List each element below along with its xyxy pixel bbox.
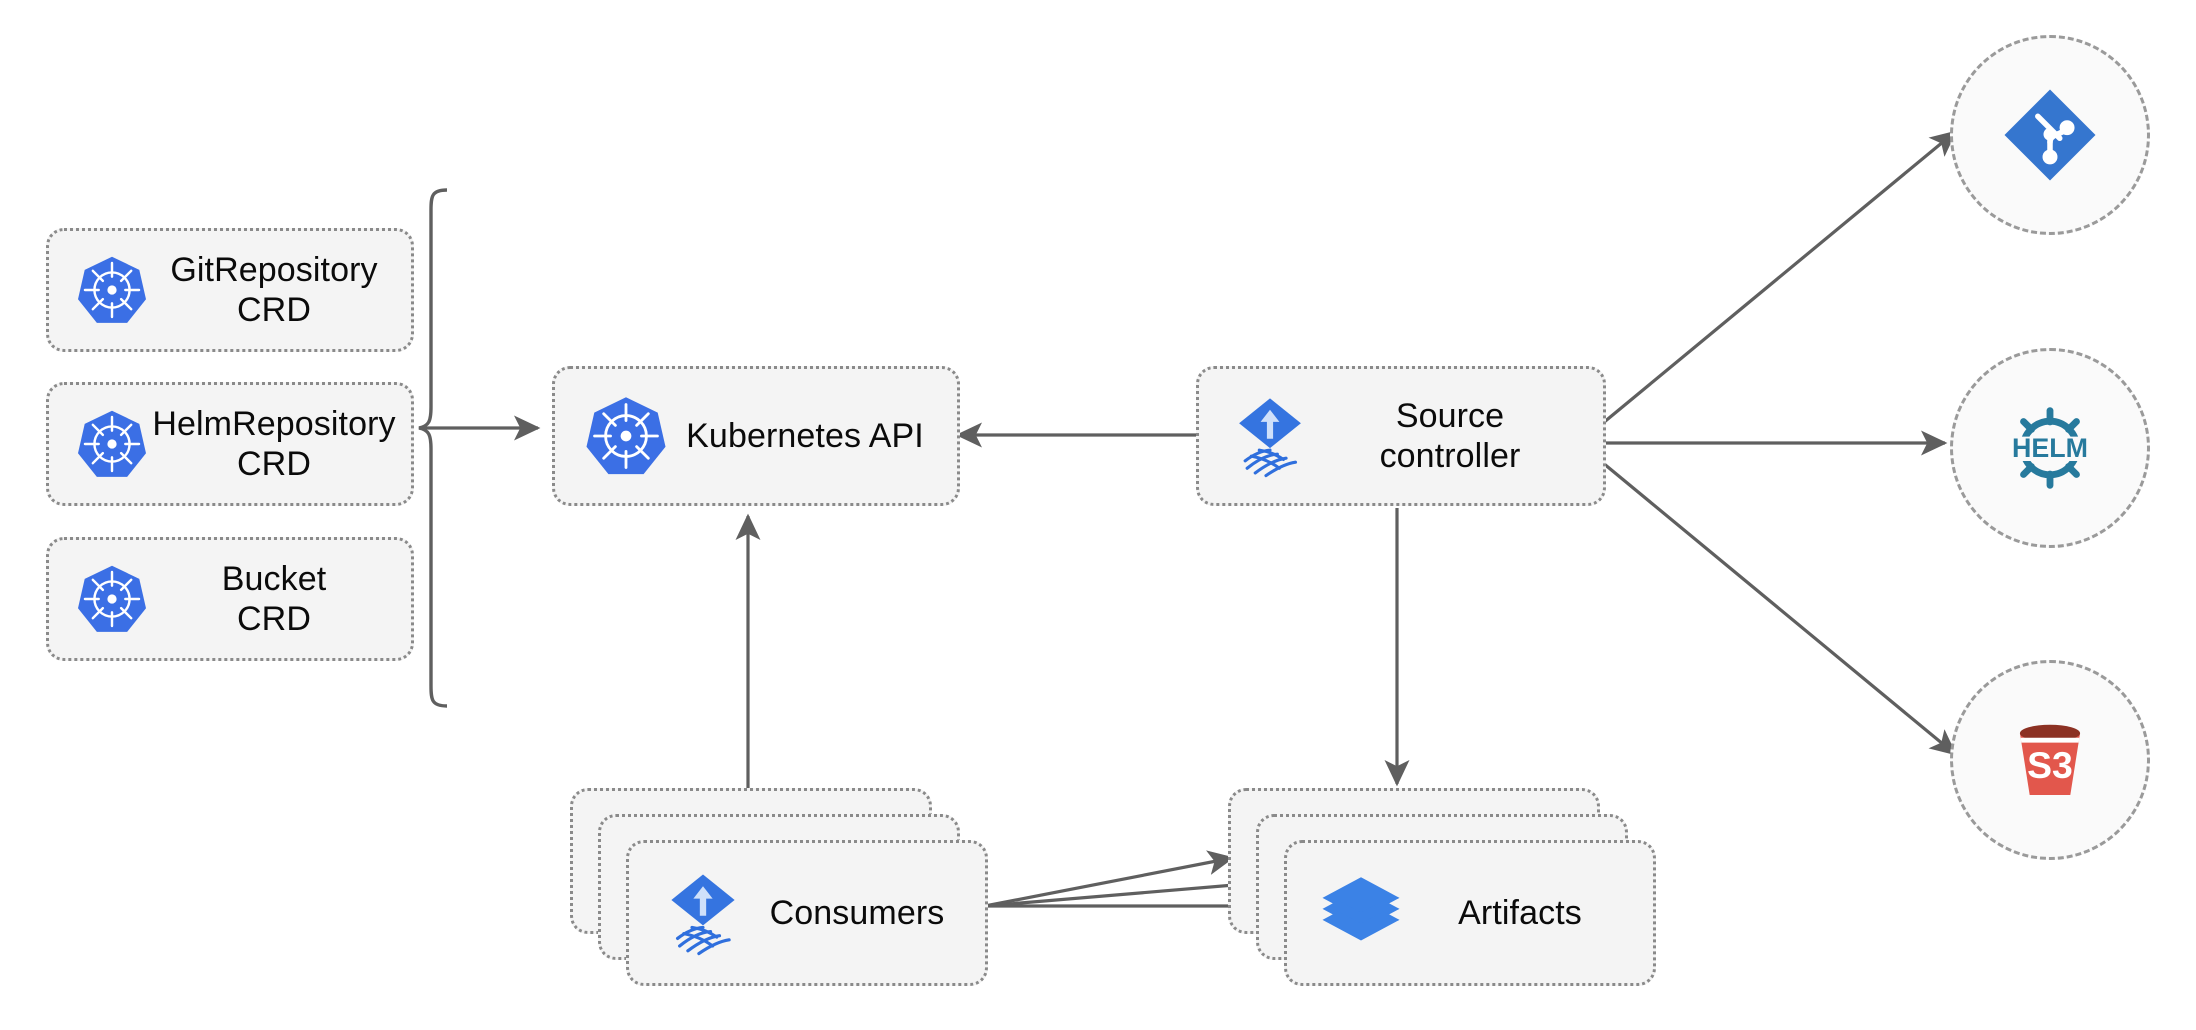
kubernetes-api-node[interactable]: Kubernetes API: [552, 366, 960, 506]
edge-source-controller-to-git: [1601, 130, 1957, 425]
s3-source-node[interactable]: S3: [1950, 660, 2150, 860]
artifacts-stack[interactable]: Artifacts: [1228, 788, 1658, 988]
s3-wordmark: S3: [2027, 744, 2073, 786]
helm-icon: HELM: [1998, 396, 2102, 500]
s3-icon: S3: [1998, 708, 2102, 812]
crd-label: HelmRepository CRD: [152, 404, 396, 483]
kubernetes-api-label: Kubernetes API: [686, 416, 924, 455]
helm-source-node[interactable]: HELM: [1950, 348, 2150, 548]
source-controller-node[interactable]: Source controller: [1196, 366, 1606, 506]
consumers-stack[interactable]: Consumers: [570, 788, 990, 988]
kubernetes-icon: [583, 393, 669, 479]
edge-source-controller-to-s3: [1601, 461, 1957, 756]
consumers-label: Consumers: [769, 893, 945, 932]
artifacts-label: Artifacts: [1458, 893, 1582, 932]
flux-icon: [1227, 393, 1313, 479]
crd-label: GitRepository CRD: [170, 250, 378, 329]
kubernetes-icon: [75, 407, 149, 481]
crd-label: Bucket CRD: [221, 559, 327, 638]
flux-icon: [659, 869, 747, 957]
kubernetes-icon: [75, 253, 149, 327]
crd-bracket: [418, 188, 448, 708]
consumers-node[interactable]: Consumers: [626, 840, 988, 986]
artifacts-node[interactable]: Artifacts: [1284, 840, 1656, 986]
crd-card-bucket[interactable]: Bucket CRD: [46, 537, 414, 661]
edge-consumers-to-artifacts-1: [984, 850, 1235, 908]
edge-consumers-to-artifacts-2: [984, 872, 1261, 908]
source-controller-label: Source controller: [1379, 396, 1521, 475]
kubernetes-icon: [75, 562, 149, 636]
git-source-node[interactable]: [1950, 35, 2150, 235]
crd-card-helmrepository[interactable]: HelmRepository CRD: [46, 382, 414, 506]
crd-card-gitrepository[interactable]: GitRepository CRD: [46, 228, 414, 352]
layers-icon: [1317, 869, 1405, 957]
helm-wordmark: HELM: [2012, 433, 2088, 463]
git-icon: [1998, 83, 2102, 187]
